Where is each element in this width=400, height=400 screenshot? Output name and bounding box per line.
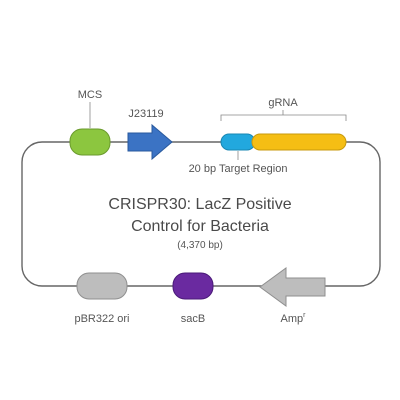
target-region-feature — [220, 133, 256, 151]
sacb-feature — [172, 272, 214, 300]
sacb-label: sacB — [181, 313, 205, 325]
plasmid-title-line2: Control for Bacteria — [131, 218, 269, 235]
grna-label: gRNA — [268, 97, 298, 109]
promoter-label: J23119 — [128, 108, 163, 120]
grna-bracket — [220, 114, 347, 121]
target-region-label: 20 bp Target Region — [189, 163, 288, 175]
ampr-arrow — [259, 267, 326, 307]
ori-label: pBR322 ori — [74, 313, 129, 325]
plasmid-size: (4,370 bp) — [177, 240, 223, 251]
ampr-label: Ampr — [281, 312, 307, 325]
mcs-label: MCS — [78, 89, 102, 101]
mcs-feature — [69, 128, 111, 156]
ampr-label-text: Amp — [281, 313, 304, 325]
ori-feature — [76, 272, 128, 300]
promoter-arrow — [127, 123, 173, 161]
plasmid-title-line1: CRISPR30: LacZ Positive — [108, 196, 291, 213]
grna-feature — [251, 133, 347, 151]
ampr-label-superscript: r — [303, 312, 306, 319]
